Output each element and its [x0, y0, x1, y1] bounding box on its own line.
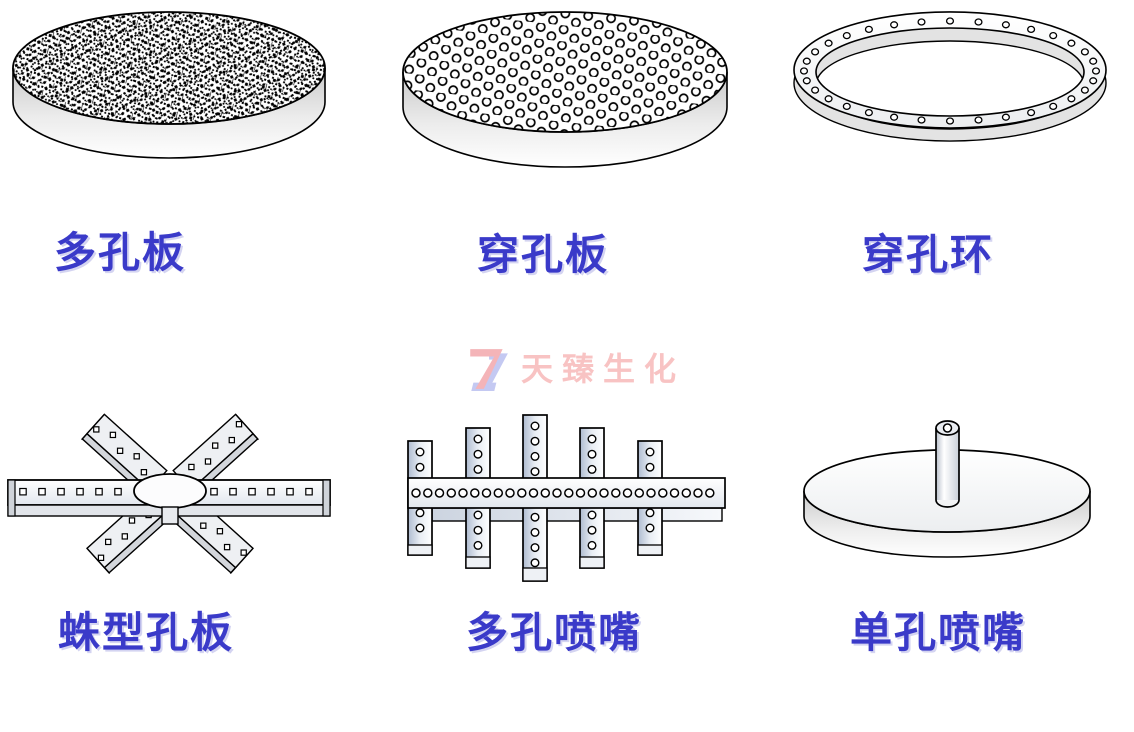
watermark-text: 天臻生化	[521, 351, 686, 387]
pipe-top-hole	[942, 423, 953, 433]
caption-porous-plate: 多孔板	[54, 229, 187, 276]
watermark-logo-tz-icon	[470, 349, 508, 391]
center-pipe	[935, 420, 960, 508]
caption-perforated-ring: 穿孔环	[862, 231, 995, 278]
single-hole-nozzle-illustration	[803, 420, 1091, 558]
perforated-ring-illustration	[793, 11, 1107, 142]
spider-plate-illustration	[7, 413, 331, 574]
caption-single-hole-nozzle: 单孔喷嘴	[850, 609, 1027, 656]
multi-hole-nozzle-illustration	[407, 414, 726, 582]
porous-plate-illustration	[12, 11, 326, 159]
manifold-holes	[411, 421, 715, 568]
caption-perforated-plate: 穿孔板	[477, 231, 610, 278]
perforated-plate-illustration	[402, 11, 728, 168]
caption-multi-hole-nozzle: 多孔喷嘴	[466, 609, 643, 656]
ring-holes	[799, 17, 1101, 125]
spider-stem	[161, 506, 179, 525]
spider-hub	[133, 473, 207, 509]
caption-spider-hole-plate: 蛛型孔板	[58, 609, 235, 656]
